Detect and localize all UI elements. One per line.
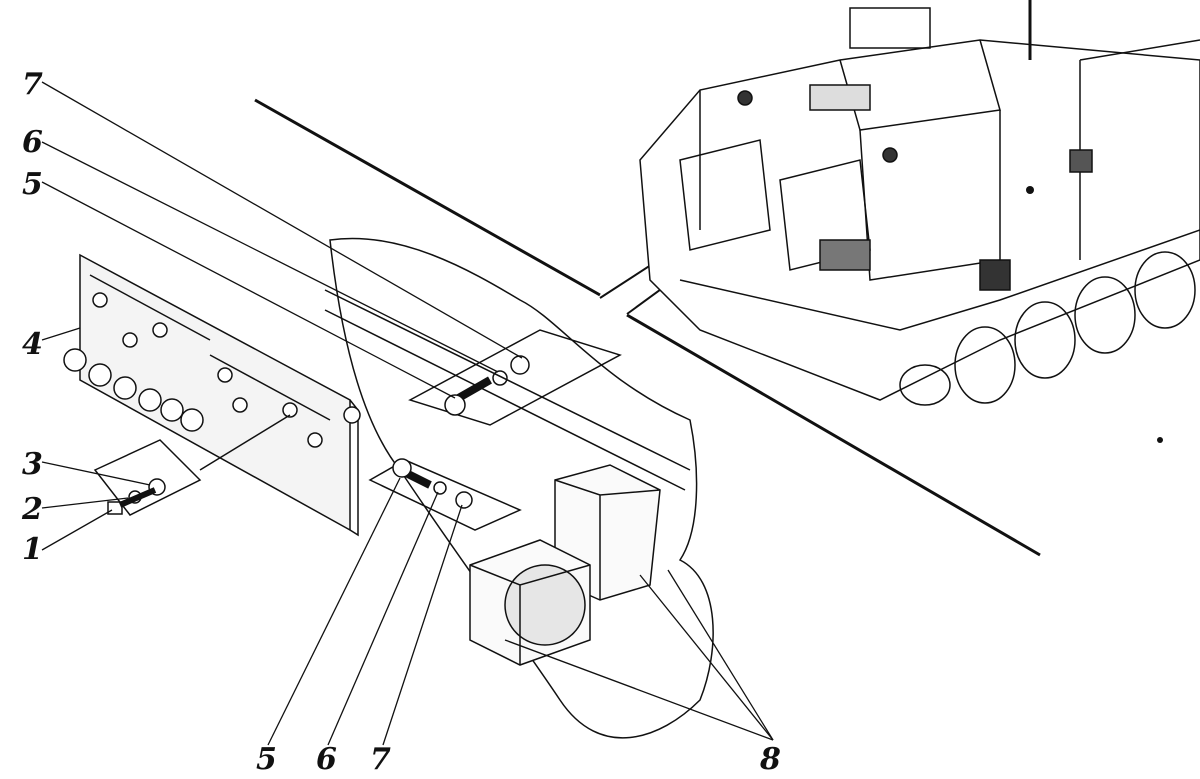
leader-lines	[41, 81, 774, 746]
control-panel-part-4	[63, 253, 361, 537]
screw-washer-group-upper	[408, 329, 622, 426]
callout-label-6-bottom: 6	[316, 742, 337, 777]
tracked-vehicle-illustration	[639, 0, 1200, 443]
callout-label-7-bottom: 7	[370, 742, 391, 777]
bolt-washer-group-1-3	[93, 414, 291, 516]
screw-washer-group-lower	[368, 458, 522, 531]
callout-label-1: 1	[22, 532, 43, 567]
relay-parts-8	[469, 464, 661, 666]
callout-label-7: 7	[22, 67, 43, 102]
callout-label-8: 8	[760, 742, 781, 777]
cutaway-panel-outline	[324, 237, 714, 739]
callout-label-2: 2	[22, 492, 43, 527]
callout-label-5: 5	[22, 167, 43, 202]
callout-label-4: 4	[22, 327, 43, 362]
callout-label-5-bottom: 5	[256, 742, 277, 777]
callout-label-6: 6	[22, 125, 43, 160]
callout-label-3: 3	[22, 447, 43, 482]
